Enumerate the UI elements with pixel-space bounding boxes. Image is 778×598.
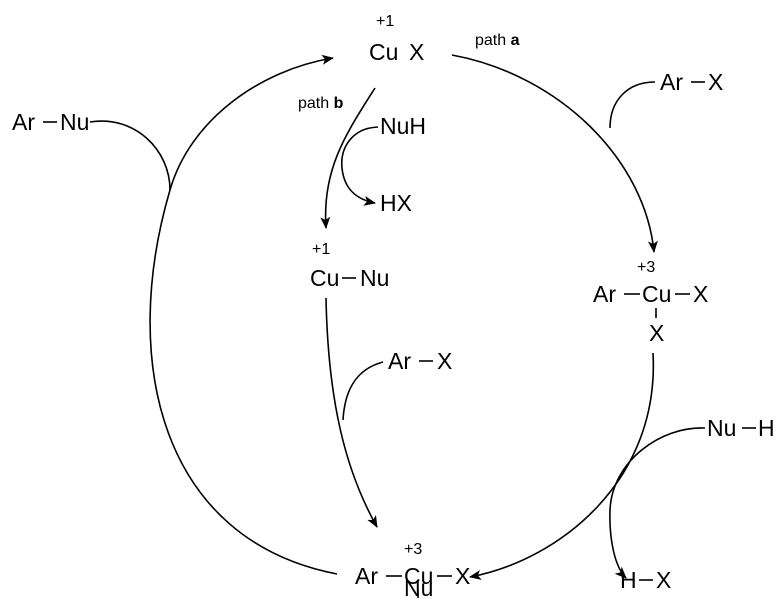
nuh-hx-exchange-curve-a [609,427,706,579]
aryl-label: Ar [355,563,378,589]
svg-text:path a: path a [475,32,520,49]
copper-label: Cu [369,39,398,65]
path-b-label: path b [298,95,344,112]
nuh-reagent-b: NuH [380,113,426,139]
aryl-label: Ar [660,69,683,95]
halide-label: X [409,39,424,65]
arx-entry-curve-a [609,81,656,129]
oxidation-state-label: +1 [376,13,394,30]
arc-path-b-transmetalation [320,87,376,229]
oxidation-state-label: +3 [404,541,422,558]
copper-label: Cu [642,281,671,307]
ar-cu3-x-nu-node: +3 Ar Cu X [355,541,470,598]
hydrogen-label: H [758,415,775,441]
halide-label: X [708,69,723,95]
halide-label-lower: X [649,320,664,346]
cu1-nu-node: +1 Cu Nu [310,241,389,291]
oxidation-state-label: +3 [637,259,655,276]
ar-x-reagent-b: Ar X [388,348,452,374]
arc-reductive-elimination [149,54,338,575]
arx-entry-curve-b [342,361,384,421]
svg-text:path b: path b [298,95,344,112]
nucleophile-label: Nu [360,265,389,291]
oxidation-state-label: +1 [312,241,330,258]
arc-ligand-exchange-a [469,352,655,580]
aryl-label: Ar [12,109,35,135]
hx-byproduct-b: HX [380,190,412,216]
aryl-label: Ar [388,348,411,374]
path-a-letter: a [511,32,520,49]
halide-label: X [656,567,671,593]
nuh-hx-exchange-curve-b [341,126,379,206]
halide-label: X [455,563,470,589]
nucleophile-label: Nu [707,415,736,441]
arnu-release-curve [89,120,171,191]
halide-label: X [693,281,708,307]
nucleophile-label-lower: Nu [404,575,433,598]
copper-label: Cu [404,563,433,589]
path-b-prefix: path [298,95,329,112]
ar-x-reagent-a: Ar X [660,69,723,95]
hydrogen-label: H [620,567,637,593]
cu1-x-node: +1 Cu X [369,13,424,65]
ar-nu-product: Ar Nu [12,109,89,135]
path-a-label: path a [475,32,520,49]
nucleophile-label: Nu [60,109,89,135]
nu-h-reagent-a: Nu H [707,415,775,441]
ar-cu3-x2-node: +3 Ar Cu X X [593,259,708,346]
copper-label: Cu [310,265,339,291]
h-x-byproduct-a: H X [620,567,671,593]
halide-label: X [437,348,452,374]
path-a-prefix: path [475,32,506,49]
aryl-label: Ar [593,281,616,307]
path-b-letter: b [334,95,344,112]
arc-path-b-oxidative-addition [325,297,378,528]
arc-path-a-oxidative-addition [451,54,658,253]
